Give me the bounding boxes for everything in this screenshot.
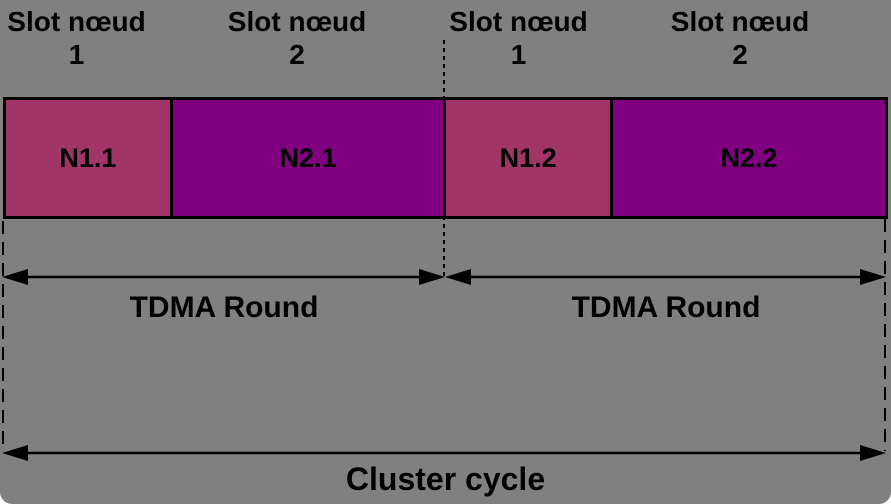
slot-label-text: Slot nœud — [670, 6, 810, 37]
slot-label-number: 2 — [289, 39, 305, 70]
slot-label-text: Slot nœud — [449, 6, 588, 37]
timeline-bar: N1.1 N2.1 N1.2 N2.2 — [3, 97, 888, 219]
slot-label-number: 2 — [732, 39, 748, 70]
bar-segment-n1-2: N1.2 — [443, 100, 611, 216]
tdma-round-1-arrow — [2, 269, 445, 285]
slot-label-number: 1 — [510, 39, 527, 70]
cycle-end-dashed-line — [884, 219, 886, 451]
slot-label-node1-round2: Slot nœud 1 — [445, 5, 592, 71]
slot-label-node2-round2: Slot nœud 2 — [592, 5, 888, 71]
segment-label: N2.1 — [279, 142, 337, 173]
segment-label: N2.2 — [720, 142, 778, 173]
slot-label-node2-round1: Slot nœud 2 — [150, 5, 444, 71]
bar-segment-n1-1: N1.1 — [6, 100, 170, 216]
slot-label-text: Slot nœud — [7, 6, 146, 37]
cluster-cycle-arrow — [2, 445, 886, 461]
tdma-round-2-arrow — [445, 269, 886, 285]
cycle-start-dashed-line — [2, 221, 4, 451]
segment-label: N1.2 — [499, 142, 557, 173]
bar-segment-n2-1: N2.1 — [169, 100, 444, 216]
slot-label-text: Slot nœud — [227, 6, 367, 37]
tdma-round-1-label: TDMA Round — [129, 291, 319, 324]
bar-segment-n2-2: N2.2 — [610, 100, 886, 216]
tdma-round-2-label: TDMA Round — [571, 291, 761, 324]
slot-label-node1-round1: Slot nœud 1 — [3, 5, 150, 71]
segment-label: N1.1 — [59, 142, 117, 173]
slot-label-number: 1 — [68, 39, 85, 70]
cluster-cycle-label: Cluster cycle — [345, 461, 546, 497]
